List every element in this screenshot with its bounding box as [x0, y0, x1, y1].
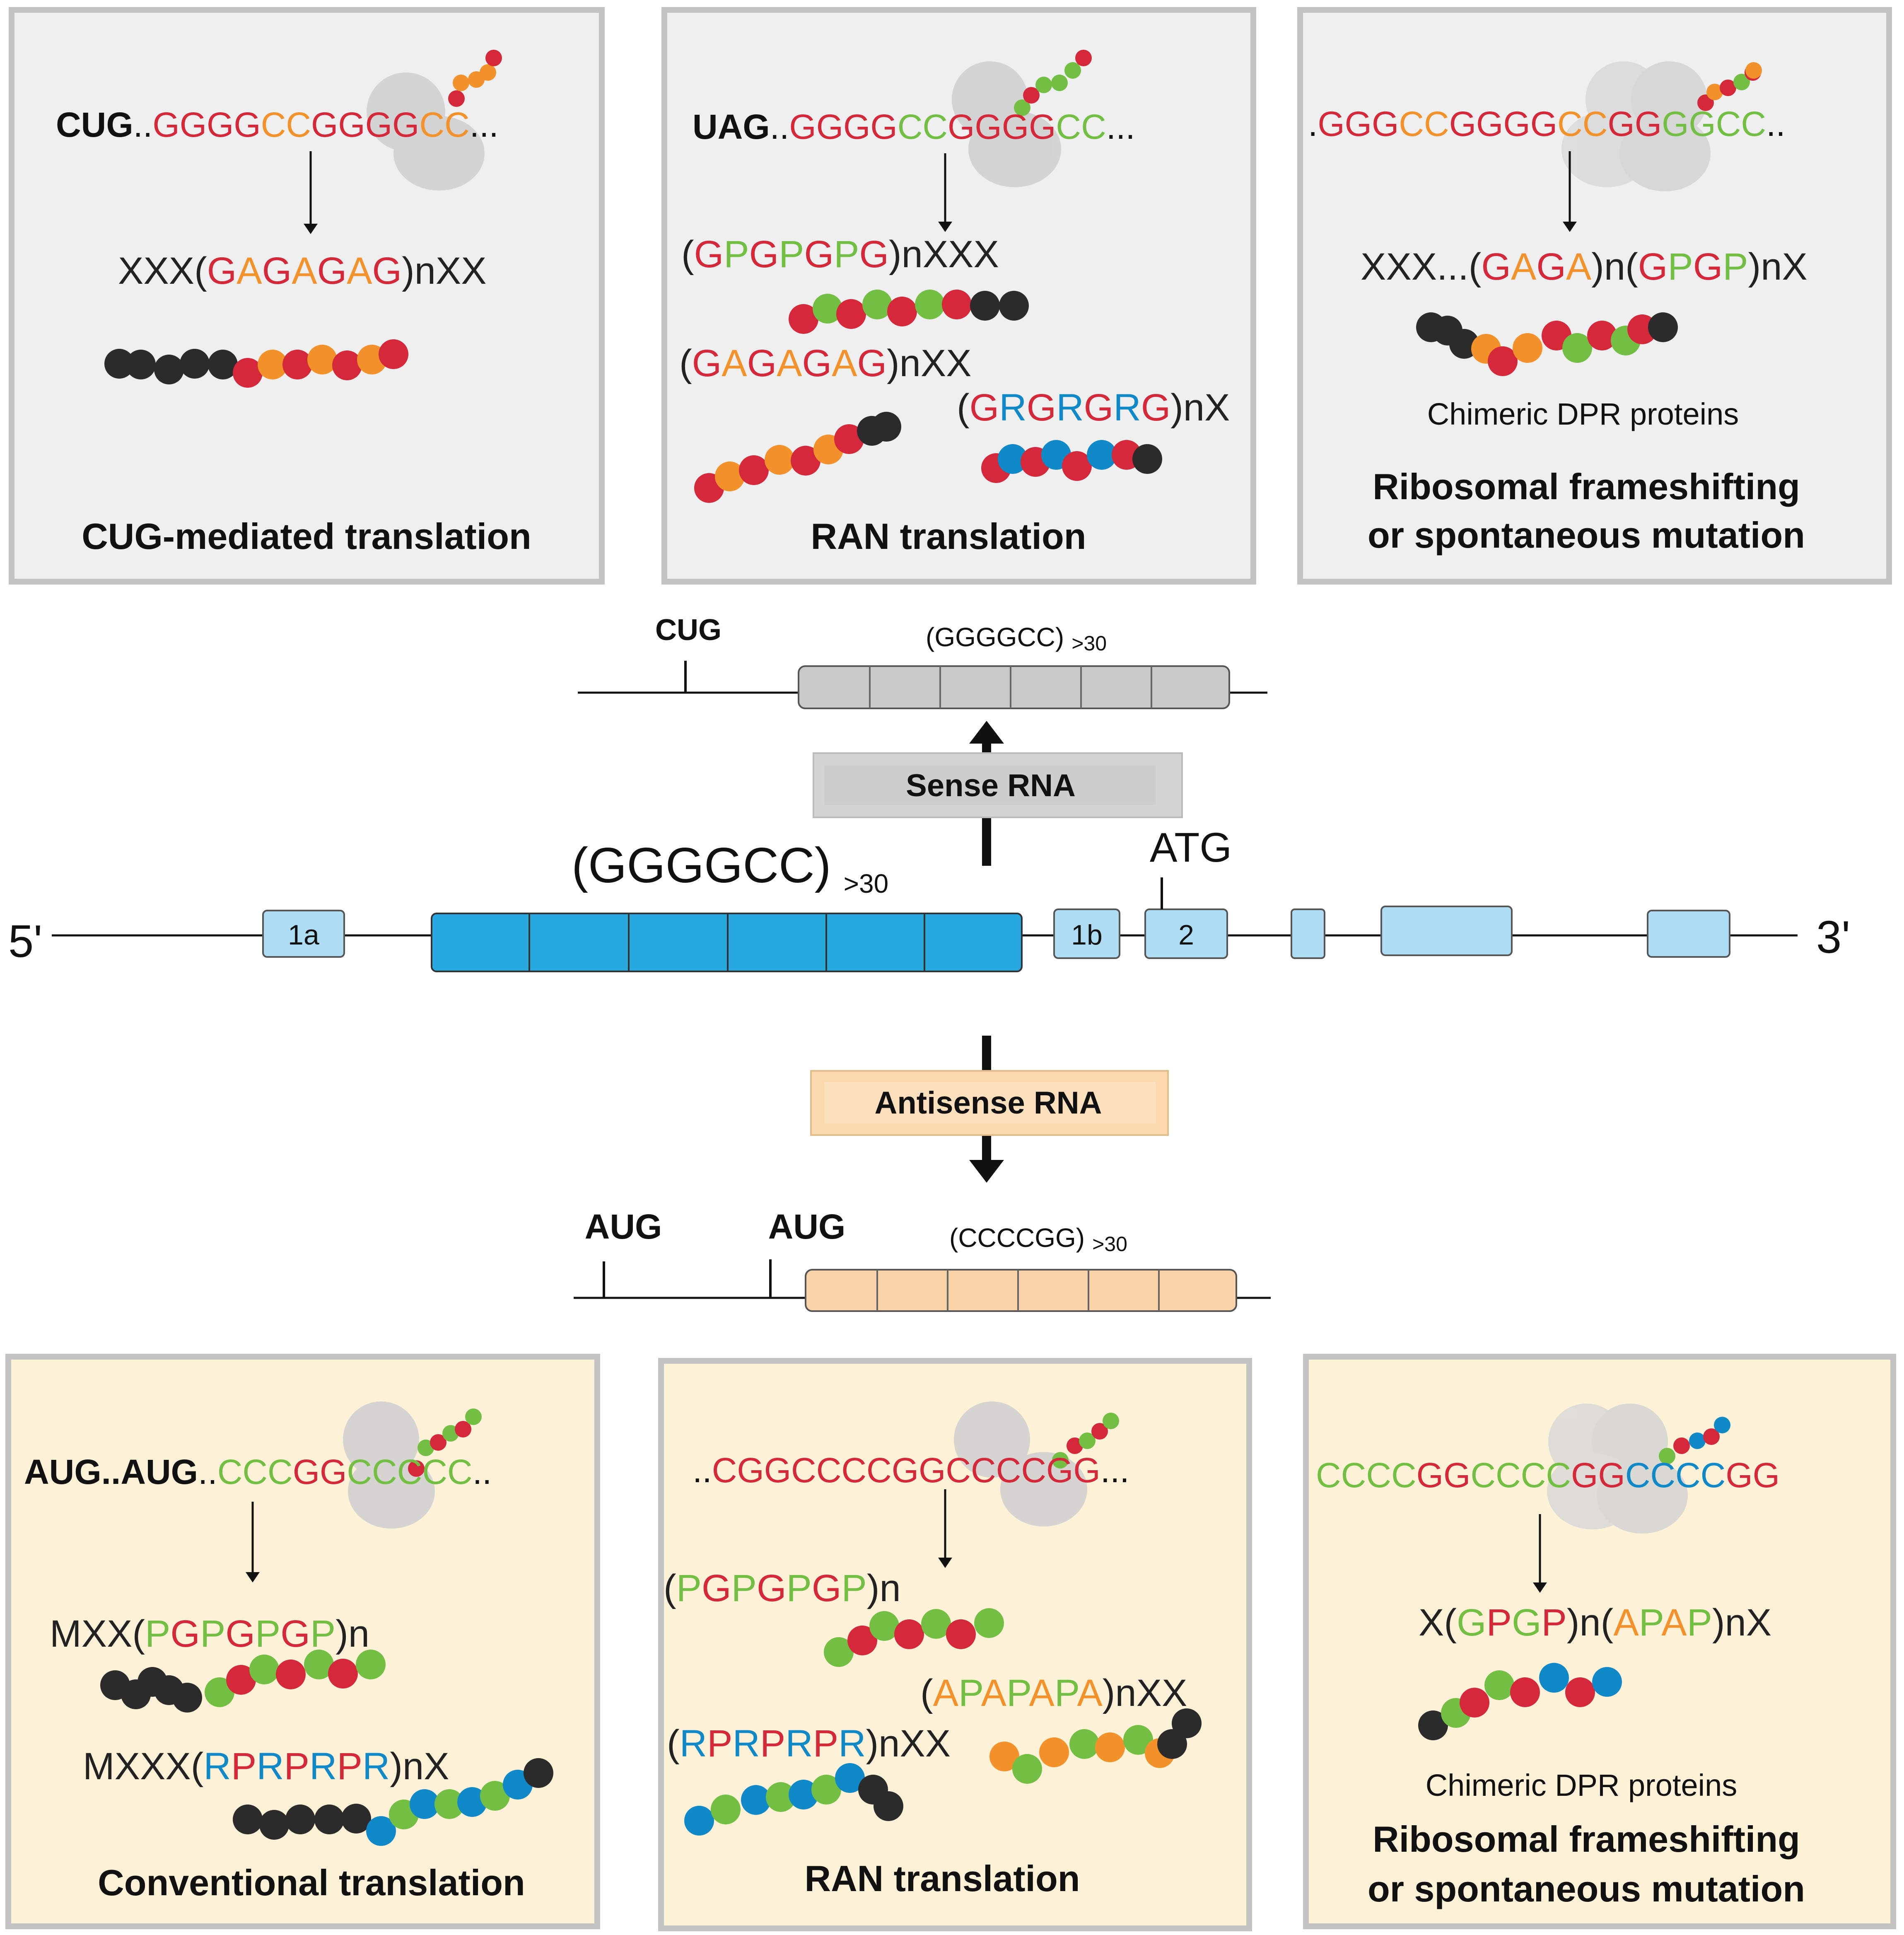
atg-label: ATG [1150, 824, 1232, 871]
sense-start-codon: CUG [655, 614, 722, 647]
antisense-rna-transcript: AUG AUG (CCCCGG)>30 [574, 1207, 1271, 1312]
cug-rna-sequence: CUG..GGGGCCGGGGCC... [56, 105, 499, 144]
ran-product-ap: (APAPAPA)nXX [920, 1672, 1187, 1714]
conventional-product-pg: MXX(PGPGPGP)n [50, 1613, 369, 1655]
ran-product-gp: (GPGPGPG)nXXX [681, 233, 999, 275]
ribosome-icon [367, 72, 485, 191]
dpr-protein-chain-pg [824, 1608, 1004, 1667]
peptide-chain-icon [448, 50, 502, 107]
aug-rna-sequence: AUG..AUG..CCCGGCCCCC.. [24, 1452, 492, 1491]
three-prime-label: 3' [1816, 912, 1850, 963]
gene-repeat-expansion [431, 913, 1023, 972]
exon-3 [1291, 908, 1325, 959]
ribosome-icon [952, 61, 1061, 187]
peptide-chain-icon [1659, 1417, 1730, 1464]
panel-label: Conventional translation [98, 1862, 525, 1903]
ribosome-icon [1547, 1404, 1688, 1534]
ran-product-gr: (GRGRGRG)nX [957, 387, 1230, 429]
ribosome-icon [1561, 61, 1711, 191]
antisense-start-codon-1: AUG [585, 1207, 662, 1246]
panel-label: RAN translation [805, 1858, 1080, 1899]
panel-label-line1: Ribosomal frameshifting [1373, 466, 1800, 507]
dpr-protein-chain-pr [233, 1758, 553, 1846]
frameshift-product: XXX...(GAGA)n(GPGP)nX [1361, 246, 1807, 288]
peptide-chain-icon [1014, 50, 1092, 116]
gene-repeat-label: (GGGGCC)>30 [572, 838, 888, 899]
panel-label: RAN translation [811, 516, 1086, 557]
ran-product-ga: (GAGAGAG)nXX [679, 342, 972, 384]
c9orf72-gene: 5' 3' 1a (GGGGCC)>30 1b 2 ATG [8, 824, 1850, 972]
dpr-protein-chain-ap [989, 1708, 1202, 1784]
conventional-product-pr: MXXX(RPRPRPR)nX [83, 1745, 449, 1788]
peptide-chain-icon [1697, 62, 1762, 111]
sense-rna-label-box: Sense RNA [813, 752, 1183, 818]
antisense-panel-2: ..CGGCCCCGGCCCCGG... (PGPGPGP)n (APAPAPA… [658, 1358, 1252, 1931]
antisense-repeat-label: (CCCCGG)>30 [949, 1223, 1127, 1256]
dpr-protein-chain-gr [981, 440, 1162, 483]
dpr-protein-chain-chimeric [1418, 1663, 1622, 1740]
exon-4 [1380, 906, 1513, 956]
panel-label-line1: Ribosomal frameshifting [1373, 1819, 1800, 1860]
sense-repeat-block [798, 665, 1230, 709]
frameshift-antisense-product: X(GPGP)n(APAP)nX [1419, 1602, 1771, 1644]
exon-1a [262, 910, 345, 958]
ribosome-icon [954, 1401, 1087, 1527]
antisense-panel-1: AUG..AUG..CCCGGCCCCC.. MXX(PGPGPGP)n MXX… [5, 1354, 600, 1929]
peptide-chain-icon [1052, 1413, 1119, 1469]
exon-1a-label: 1a [288, 919, 319, 951]
dpr-protein-chain-ga [694, 412, 901, 503]
ran-product-rp: (RPRPRPR)nXX [667, 1722, 951, 1765]
panel-label: CUG-mediated translation [82, 516, 531, 557]
dpr-protein-chain-chimeric [1416, 312, 1678, 376]
uag-rna-sequence: UAG..GGGGCCGGGGCC... [693, 107, 1135, 146]
dpr-protein-chain-rp [684, 1763, 903, 1836]
five-prime-label: 5' [8, 916, 42, 967]
ran-antisense-rna-sequence: ..CGGCCCCGGCCCCGG... [693, 1451, 1129, 1490]
sense-repeat-label: (GGGGCC)>30 [926, 622, 1107, 655]
exon-1b-label: 1b [1071, 919, 1103, 951]
panel-label-line2: or spontaneous mutation [1368, 515, 1805, 556]
dpr-protein-chain-pg [100, 1650, 386, 1713]
sense-panel-1: CUG..GGGGCCGGGGCC... XXX(GAGAGAG)nXX CUG… [9, 7, 605, 585]
exon-2-label: 2 [1178, 919, 1194, 951]
antisense-rna-label: Antisense RNA [875, 1085, 1102, 1121]
ran-product-pg: (PGPGPGP)n [664, 1567, 901, 1609]
frameshift-rna-sequence: .GGGCCGGGGCCGGGGCC.. [1308, 104, 1786, 143]
cug-product-gaga: XXX(GAGAGAG)nXX [118, 250, 487, 292]
exon-5 [1647, 910, 1730, 958]
peptide-chain-icon [408, 1408, 482, 1477]
dpr-protein-chain-gp [789, 290, 1029, 334]
sense-rna-transcript: CUG (GGGGCC)>30 [578, 614, 1267, 709]
antisense-rna-label-box: Antisense RNA [810, 1070, 1169, 1136]
frameshift-antisense-rna-sequence: CCCCGGCCCCGGCCCCGG [1316, 1456, 1780, 1495]
sense-panel-2: UAG..GGGGCCGGGGCC... (GPGPGPG)nXXX (GAGA… [661, 7, 1256, 585]
exon-2 [1144, 908, 1228, 959]
antisense-panel-3: CCCCGGCCCCGGCCCCGG X(GPGP)n(APAP)nX Chim… [1303, 1354, 1896, 1929]
sense-panel-3: .GGGCCGGGGCCGGGGCC.. XXX...(GAGA)n(GPGP)… [1297, 7, 1892, 585]
chimeric-caption: Chimeric DPR proteins [1426, 1768, 1737, 1802]
antisense-repeat-block [805, 1269, 1237, 1312]
panel-label-line2: or spontaneous mutation [1368, 1868, 1805, 1909]
exon-1b [1053, 908, 1120, 959]
dpr-protein-chain-ga [104, 339, 408, 388]
antisense-start-codon-2: AUG [768, 1207, 846, 1246]
chimeric-caption: Chimeric DPR proteins [1427, 397, 1739, 431]
sense-rna-label: Sense RNA [906, 768, 1076, 803]
